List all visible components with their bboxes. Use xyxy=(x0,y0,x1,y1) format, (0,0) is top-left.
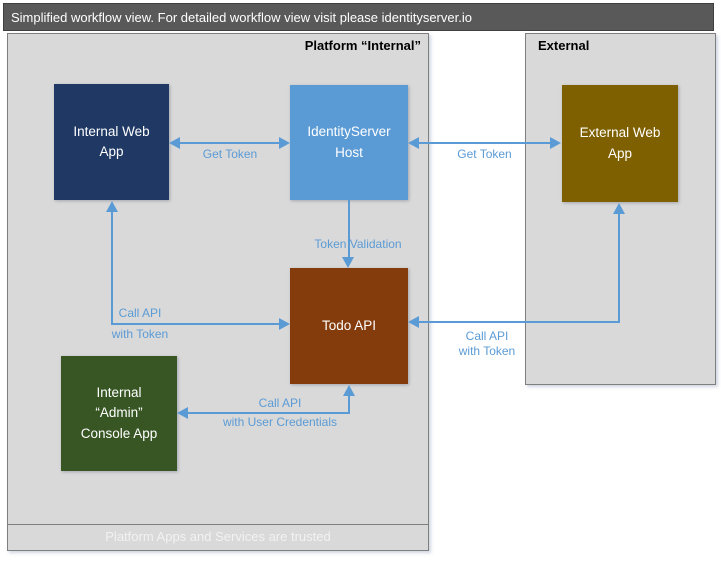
call-api-token-right-horizontal-line xyxy=(419,321,620,323)
token-validation-arrow-line xyxy=(348,200,350,258)
external-title: External xyxy=(538,38,590,53)
internal-web-app-label-line2: App xyxy=(99,144,124,159)
call-api-token-left-arrowhead-up-icon xyxy=(106,201,118,212)
internal-admin-console-app-node: Internal “Admin” Console App xyxy=(61,356,177,471)
call-api-token-right-arrowhead-left-icon xyxy=(408,316,419,328)
todo-api-label: Todo API xyxy=(321,317,377,333)
get-token-right-arrowhead-left-icon xyxy=(408,137,419,149)
call-api-token-left-arrowhead-right-icon xyxy=(279,318,290,330)
identityserver-host-label: IdentityServer xyxy=(307,124,391,140)
call-api-credentials-label: Call API xyxy=(258,396,302,410)
call-api-token-left-label-line2: with Token xyxy=(111,327,169,341)
identityserver-host-label-line2: Host xyxy=(335,144,363,160)
call-api-credentials-vertical-line xyxy=(348,394,350,414)
call-api-credentials-label-line2: with User Credentials xyxy=(222,415,338,429)
platform-internal-title: Platform “Internal” xyxy=(304,38,421,53)
call-api-token-right-arrowhead-up-icon xyxy=(613,203,625,214)
console-app-label-line3: Console App xyxy=(80,425,158,441)
internal-web-app-label: Internal Web xyxy=(73,123,150,139)
platform-footer-text: Platform Apps and Services are trusted xyxy=(105,529,331,544)
call-api-token-left-vertical-line xyxy=(111,210,113,325)
call-api-credentials-arrowhead-left-icon xyxy=(177,407,188,419)
get-token-right-arrow-line xyxy=(417,142,552,144)
get-token-left-arrow-line xyxy=(178,142,282,144)
external-web-app-node: External Web App xyxy=(562,85,678,202)
call-api-token-right-label: Call API xyxy=(465,329,509,343)
call-api-token-left-label: Call API xyxy=(118,306,162,320)
token-validation-arrowhead-down-icon xyxy=(342,257,354,268)
get-token-left-arrowhead-right-icon xyxy=(279,137,290,149)
console-app-label-line2: “Admin” xyxy=(95,405,143,421)
todo-api-node: Todo API xyxy=(290,268,408,384)
console-app-label: Internal xyxy=(96,385,142,401)
banner-text: Simplified workflow view. For detailed w… xyxy=(11,10,472,25)
call-api-token-right-vertical-line xyxy=(618,212,620,323)
banner: Simplified workflow view. For detailed w… xyxy=(3,3,714,31)
call-api-token-left-horizontal-line xyxy=(111,323,281,325)
get-token-right-arrowhead-right-icon xyxy=(550,137,561,149)
identityserver-host-node: IdentityServer Host xyxy=(290,85,408,200)
external-web-app-label-line2: App xyxy=(607,145,633,161)
get-token-left-arrowhead-left-icon xyxy=(169,137,180,149)
token-validation-label: Token Validation xyxy=(314,237,402,251)
external-web-app-label: External Web xyxy=(579,125,661,141)
call-api-token-right-label-line2: with Token xyxy=(458,344,516,358)
get-token-left-label: Get Token xyxy=(202,147,258,161)
get-token-right-label: Get Token xyxy=(457,147,512,161)
internal-web-app-node: Internal Web App xyxy=(54,84,169,200)
call-api-credentials-horizontal-line xyxy=(187,412,350,414)
call-api-credentials-arrowhead-up-icon xyxy=(343,385,355,396)
platform-footer: Platform Apps and Services are trusted xyxy=(8,524,428,550)
